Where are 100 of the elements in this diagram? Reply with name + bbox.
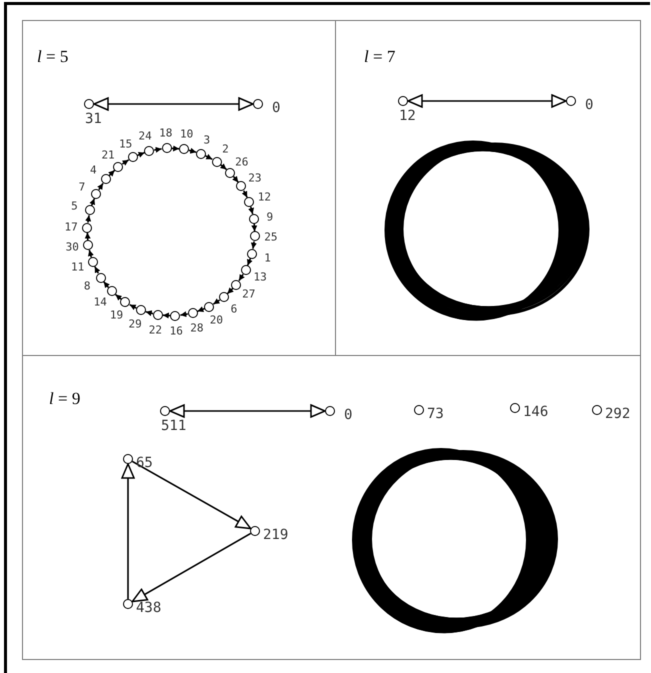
panel-title: l = 7 xyxy=(364,47,396,67)
arrow xyxy=(132,460,252,530)
arrow xyxy=(85,215,92,223)
graph-vertex xyxy=(96,272,106,283)
graph-vertex xyxy=(218,292,229,302)
arrow xyxy=(205,154,213,160)
graph-vertex xyxy=(170,310,180,321)
arrow xyxy=(93,97,254,111)
vertex-label: 25 xyxy=(264,232,278,243)
graph-vertex xyxy=(204,302,214,312)
vertex-label: 21 xyxy=(101,150,115,161)
vertex-label: 24 xyxy=(138,130,152,142)
arrow xyxy=(137,152,145,158)
graph-vertex xyxy=(398,96,408,106)
vertex-label: 219 xyxy=(263,528,288,542)
arrow xyxy=(132,532,252,602)
vertex-label: 12 xyxy=(258,191,271,202)
graph-vertex xyxy=(84,99,94,109)
graph-vertex xyxy=(248,214,259,224)
arrow xyxy=(88,250,94,258)
arrow xyxy=(146,310,154,316)
vertex-label: 19 xyxy=(110,310,124,321)
vertex-label: 31 xyxy=(85,112,102,126)
graph-vertex xyxy=(196,148,206,159)
graph-vertex xyxy=(247,248,258,259)
vertex-label: 8 xyxy=(84,280,90,292)
vertex-label: 10 xyxy=(180,128,194,140)
graph-vertex xyxy=(236,181,246,192)
arrow xyxy=(188,148,196,154)
arrow xyxy=(212,298,220,305)
plot-panel xyxy=(335,20,641,356)
graph-vertex xyxy=(592,405,602,415)
vertex-label: 17 xyxy=(64,221,78,232)
vertex-label: 4 xyxy=(90,164,97,176)
graph-vertex xyxy=(250,231,260,242)
graph-vertex xyxy=(231,280,242,290)
arrow xyxy=(232,176,239,183)
arrow xyxy=(84,232,91,240)
graph-vertex xyxy=(128,152,138,162)
panel-title: l = 9 xyxy=(49,389,80,409)
arrow xyxy=(407,94,567,108)
vertex-label: 22 xyxy=(148,324,162,336)
arrow xyxy=(251,224,258,232)
vertex-label: 18 xyxy=(159,128,172,139)
graph-vertex xyxy=(100,174,111,184)
vertex-label: 29 xyxy=(128,318,142,330)
arrow xyxy=(250,241,257,249)
vertex-label: 7 xyxy=(78,182,86,193)
vertex-label: 292 xyxy=(605,407,630,421)
graph-vertex xyxy=(225,168,236,178)
graph-vertex xyxy=(160,406,170,416)
arrow xyxy=(248,206,254,214)
vertex-label: 15 xyxy=(118,138,132,150)
vertex-label: 73 xyxy=(427,407,444,421)
vertex-label: 14 xyxy=(94,296,107,308)
graph-vertex xyxy=(188,308,198,318)
graph-vertex xyxy=(88,257,98,268)
arrow xyxy=(94,266,100,274)
arrow xyxy=(108,170,116,177)
vertex-label: 20 xyxy=(210,314,224,326)
vertex-label: 146 xyxy=(523,405,548,419)
graph-vertex xyxy=(123,599,133,609)
panel-title: l = 5 xyxy=(37,47,68,67)
graph-vertex xyxy=(162,143,172,154)
arrow xyxy=(169,404,326,418)
arrow xyxy=(238,274,245,282)
graph-vertex xyxy=(244,196,254,207)
graph-vertex xyxy=(414,405,424,415)
graph-vertex xyxy=(136,305,146,316)
plot-panel xyxy=(22,355,641,660)
vertex-label: 65 xyxy=(136,456,153,470)
vertex-label: 23 xyxy=(248,172,262,184)
vertex-label: 511 xyxy=(161,419,186,433)
arrow xyxy=(162,312,170,319)
vertex-label: 3 xyxy=(204,134,210,146)
vertex-label: 30 xyxy=(66,242,79,253)
graph-vertex xyxy=(82,222,92,233)
vertex-label: 16 xyxy=(170,325,183,336)
graph-vertex xyxy=(152,310,163,320)
arrow xyxy=(172,145,180,152)
vertex-label: 26 xyxy=(235,156,248,168)
arrow xyxy=(220,163,228,170)
graph-vertex xyxy=(106,286,117,296)
arrow xyxy=(129,304,137,310)
vertex-label: 438 xyxy=(136,601,162,615)
arrow xyxy=(103,281,110,288)
vertex-label: 28 xyxy=(190,322,204,334)
graph-vertex xyxy=(212,156,222,167)
vertex-label: 12 xyxy=(399,109,416,123)
arrow xyxy=(180,311,188,318)
arrow xyxy=(114,294,122,301)
arrow xyxy=(122,159,130,166)
vertex-label: 6 xyxy=(230,303,238,314)
graph-vertex xyxy=(250,526,260,536)
arrow xyxy=(242,190,248,198)
vertex-label: 27 xyxy=(242,288,256,300)
vertex-label: 13 xyxy=(253,271,267,282)
vertex-label: 0 xyxy=(585,98,594,112)
graph-vertex xyxy=(510,403,520,413)
graph-vertex xyxy=(120,297,130,308)
